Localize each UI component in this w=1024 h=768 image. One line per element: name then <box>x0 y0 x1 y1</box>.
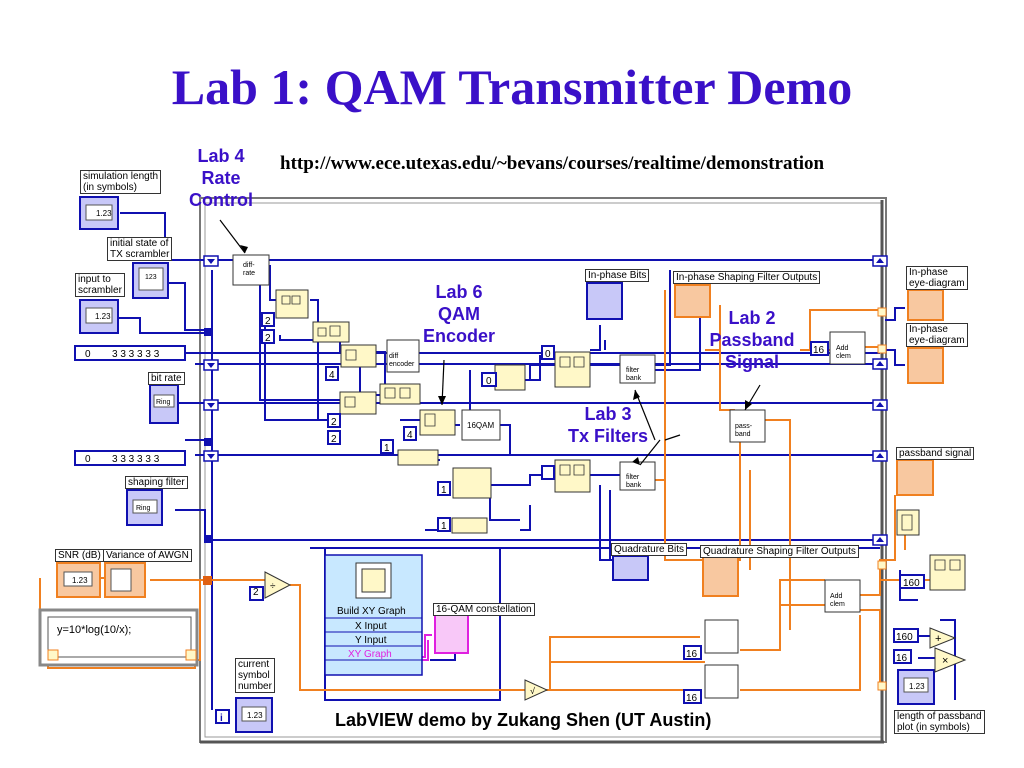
svg-text:1.23: 1.23 <box>909 682 925 691</box>
svg-text:Ring: Ring <box>136 505 151 512</box>
label-quad-bits: Quadrature Bits <box>611 543 688 556</box>
slide-title: Lab 1: QAM Transmitter Demo <box>171 59 853 115</box>
label-inphase-eye-1: In-phase eye-diagram <box>906 266 968 290</box>
label-inphase-eye-2: In-phase eye-diagram <box>906 323 968 347</box>
svg-text:+: + <box>935 633 941 645</box>
demo-credit: LabVIEW demo by Zukang Shen (UT Austin) <box>335 710 712 730</box>
label-inphase-shaping: In-phase Shaping Filter Outputs <box>673 271 821 284</box>
label-snr: SNR (dB) <box>55 549 104 562</box>
label-init-state: initial state of TX scrambler <box>107 237 173 261</box>
math-primitives <box>264 571 967 701</box>
label-divisor-2: 2 <box>253 587 259 598</box>
array-functions <box>275 289 966 591</box>
label-sim-length: simulation length (in symbols) <box>80 170 162 194</box>
label-variance: Variance of AWGN <box>103 549 192 562</box>
svg-text:1.23: 1.23 <box>247 711 263 720</box>
svg-text:1.23: 1.23 <box>95 312 111 321</box>
svg-text:123: 123 <box>145 274 157 281</box>
label-length-passband: length of passband plot (in symbols) <box>894 710 985 734</box>
svg-text:×: × <box>942 655 948 667</box>
svg-text:1.23: 1.23 <box>72 576 88 585</box>
label-passband-signal: passband signal <box>896 447 975 460</box>
svg-text:1.23: 1.23 <box>96 209 112 218</box>
blue-wires <box>118 212 956 710</box>
callout-lab2: Lab 2 Passband Signal <box>709 308 795 372</box>
label-input-scrambler: input to scrambler <box>75 273 125 297</box>
svg-text:Ring: Ring <box>156 399 171 406</box>
label-qam-constellation: 16-QAM constellation <box>433 603 535 616</box>
callout-lab6: Lab 6 QAM Encoder <box>422 282 496 346</box>
svg-text:√: √ <box>530 686 535 696</box>
loop-tunnels <box>203 255 888 691</box>
left-terminals: 1.23 123 1.23 Ring Ring 1.23 1.23 <box>56 196 273 733</box>
label-inphase-bits: In-phase Bits <box>585 269 650 282</box>
constant-boxes <box>74 312 925 724</box>
svg-text:÷: ÷ <box>270 581 276 592</box>
label-bit-rate: bit rate <box>148 372 185 385</box>
subvi-blocks <box>232 254 866 613</box>
callout-lab3: Lab 3 Tx Filters <box>567 404 649 446</box>
callout-lab4: Lab 4 Rate Control <box>189 146 253 210</box>
label-current-symbol: current symbol number <box>235 658 275 693</box>
indicators: 1.23 <box>434 282 944 705</box>
reference-url[interactable]: http://www.ece.utexas.edu/~bevans/course… <box>280 153 825 174</box>
label-shaping-filter: shaping filter <box>125 476 188 489</box>
label-quad-shaping: Quadrature Shaping Filter Outputs <box>700 545 859 558</box>
